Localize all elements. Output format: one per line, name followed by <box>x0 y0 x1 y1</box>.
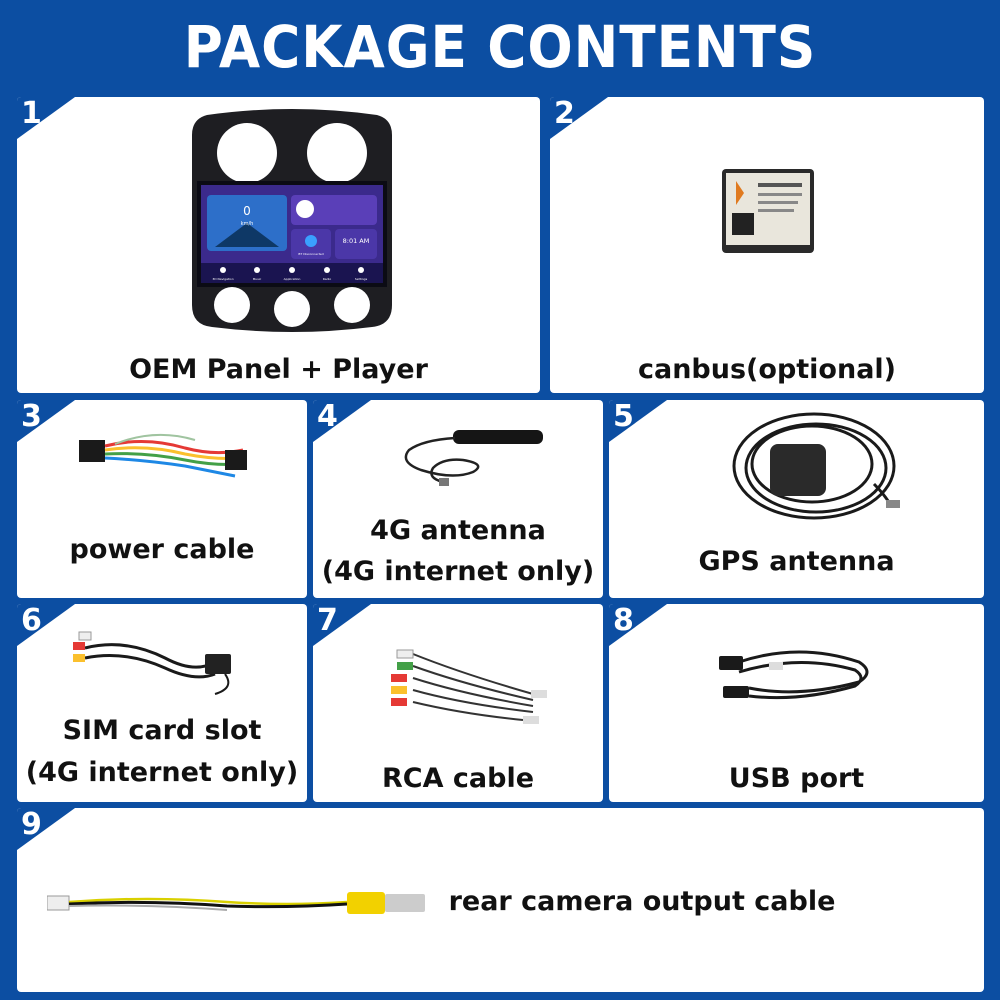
item-label: canbus(optional) <box>637 354 897 385</box>
item-label: rear camera output cable <box>448 886 836 917</box>
screen-app-label: Radio <box>323 277 332 281</box>
item-card-sim-slot: 6 SIM card slot (4G internet only) <box>17 604 307 802</box>
item-card-canbus: 2 canbus(optional) <box>550 97 984 393</box>
item-card-rca-cable: 7 RCA cable <box>313 604 603 802</box>
item-card-gps-antenna: 5 GPS antenna <box>609 400 984 598</box>
item-label-note: (4G internet only) <box>25 757 299 788</box>
item-label: OEM Panel + Player <box>129 354 428 385</box>
item-number-badge: 1 <box>17 97 75 139</box>
sim-cable-icon <box>65 618 245 698</box>
item-card-power-cable: 3 power cable <box>17 400 307 598</box>
camera-cable-icon <box>47 882 447 922</box>
screen-app-label: Application <box>284 277 301 281</box>
item-card-oem-panel: 1 0 km/h 8:01 AM BT D <box>17 97 540 393</box>
item-number-badge: 9 <box>17 808 75 850</box>
item-label: SIM card slot <box>62 715 262 746</box>
rca-cable-icon <box>383 644 553 734</box>
screen-app-label: 3D Navigation <box>212 277 233 281</box>
item-card-usb-port: 8 USB port <box>609 604 984 802</box>
item-number-badge: 4 <box>313 400 371 442</box>
car-stereo-panel-icon: 0 km/h 8:01 AM BT Disconnected 3D Naviga… <box>187 105 397 335</box>
usb-cable-icon <box>709 632 879 722</box>
power-harness-icon <box>75 430 255 490</box>
screen-app-label: Music <box>253 277 262 281</box>
screen-bt-status: BT Disconnected <box>298 252 323 256</box>
screen-speed-unit: km/h <box>241 221 254 227</box>
item-number-badge: 7 <box>313 604 371 646</box>
item-label: 4G antenna <box>370 515 546 546</box>
item-card-4g-antenna: 4 4G antenna (4G internet only) <box>313 400 603 598</box>
item-card-rear-camera-cable: 9 rear camera output cable <box>17 808 984 992</box>
canbus-box-icon <box>718 165 818 257</box>
4g-antenna-icon <box>403 410 553 490</box>
item-number-badge: 5 <box>609 400 667 442</box>
item-label: GPS antenna <box>698 546 895 577</box>
screen-app-label: Settings <box>355 277 368 281</box>
item-label: power cable <box>69 534 255 565</box>
item-label: RCA cable <box>381 763 535 794</box>
item-number-badge: 3 <box>17 400 75 442</box>
gps-antenna-icon <box>724 404 904 544</box>
item-number-badge: 2 <box>550 97 608 139</box>
item-number-badge: 8 <box>609 604 667 646</box>
page-title: PACKAGE CONTENTS <box>183 13 817 81</box>
screen-speed: 0 <box>243 204 251 218</box>
screen-clock: 8:01 AM <box>343 237 370 245</box>
item-label: USB port <box>728 763 865 794</box>
item-label-note: (4G internet only) <box>321 556 595 587</box>
